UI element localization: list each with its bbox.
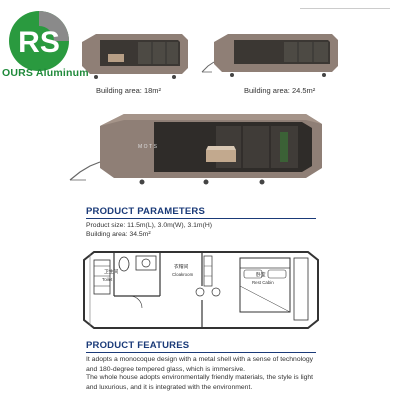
- cabin-model-18-image: [82, 34, 188, 79]
- building-area: Building area: 34.5m²: [86, 231, 151, 238]
- cabin-brand-label: MOTS: [138, 144, 158, 150]
- room-toilet-en: Toilet: [102, 277, 113, 282]
- room-toilet-zh: 卫生间: [104, 268, 119, 275]
- features-heading: PRODUCT FEATURES: [86, 340, 190, 351]
- brand-logo: RS: [9, 11, 69, 71]
- model-caption-2: Building area: 24.5m²: [244, 86, 316, 95]
- parameters-heading: PRODUCT PARAMETERS: [86, 206, 206, 217]
- logo-letters: RS: [18, 26, 60, 59]
- floor-plan-drawing: 卫生间 Toilet 衣帽间 Cloakroom 卧室 Rest Cabin: [83, 251, 319, 329]
- feature-paragraph-1: It adopts a monocoque design with a meta…: [86, 356, 314, 373]
- product-size: Product size: 11.5m(L), 3.0m(W), 3.1m(H): [86, 222, 213, 229]
- features-rule: [86, 352, 316, 353]
- model-caption-1: Building area: 18m²: [96, 86, 162, 95]
- room-cloakroom-zh: 衣帽间: [174, 263, 189, 270]
- header-rule: [300, 8, 390, 9]
- main-cabin-image: MOTS: [69, 114, 322, 185]
- parameters-rule: [86, 218, 316, 219]
- room-rest-zh: 卧室: [256, 271, 266, 278]
- room-rest-en: Rest Cabin: [252, 280, 274, 285]
- feature-paragraph-2: The whole house adopts environmentally f…: [86, 374, 314, 391]
- cabin-model-24-image: [201, 34, 338, 77]
- brand-name: OURS Aluminum: [2, 67, 89, 79]
- room-cloakroom-en: Cloakroom: [172, 272, 194, 277]
